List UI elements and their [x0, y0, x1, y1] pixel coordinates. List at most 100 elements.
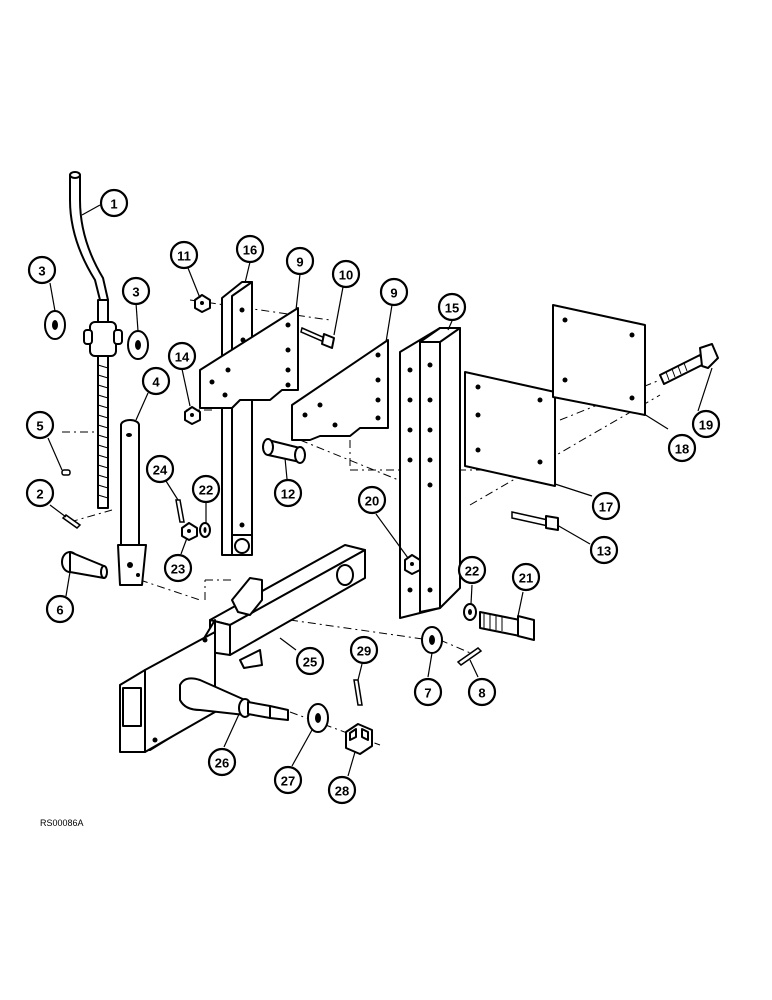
callout-circle	[591, 491, 621, 521]
washer-middle	[199, 522, 211, 538]
shift-lever-rod	[69, 171, 123, 509]
cotter-pin-left	[61, 514, 82, 529]
callout-8: 8	[467, 677, 497, 707]
callout-number: 26	[215, 756, 229, 771]
callout-circle	[99, 188, 129, 218]
callout-3: 3	[27, 255, 57, 285]
bolt-small	[300, 326, 335, 349]
castle-nut	[345, 723, 373, 755]
spindle-washer	[307, 703, 329, 733]
callout-number: 18	[675, 442, 689, 457]
callout-number: 6	[56, 603, 63, 618]
callout-number: 8	[478, 686, 485, 701]
callout-circle	[379, 277, 409, 307]
callout-19: 19	[691, 409, 721, 439]
callout-number: 23	[171, 562, 185, 577]
callout-number: 22	[199, 483, 213, 498]
callout-circle	[45, 594, 75, 624]
callout-number: 3	[38, 264, 45, 279]
callout-circle	[25, 478, 55, 508]
gusset-plate-right	[291, 339, 389, 441]
callout-circle	[589, 535, 619, 565]
callout-3: 3	[121, 276, 151, 306]
cotter-pin-lower	[353, 679, 363, 706]
callout-23: 23	[163, 553, 193, 583]
callout-9: 9	[285, 246, 315, 276]
callout-6: 6	[45, 594, 75, 624]
callout-number: 11	[177, 249, 191, 264]
leader-lines	[47, 204, 713, 777]
washer-right-small	[463, 603, 477, 621]
callout-22: 22	[191, 474, 221, 504]
callout-number: 1	[110, 197, 117, 212]
callout-number: 24	[153, 463, 168, 478]
callout-number: 9	[296, 255, 303, 270]
callout-circle	[357, 485, 387, 515]
callout-circle	[437, 292, 467, 322]
callout-circle	[667, 433, 697, 463]
callout-number: 7	[424, 686, 431, 701]
callout-number: 16	[243, 243, 257, 258]
mounting-plate-large	[552, 304, 646, 416]
callout-circle	[27, 255, 57, 285]
nut-lower	[181, 522, 198, 541]
callout-29: 29	[349, 635, 379, 665]
washer-large	[421, 626, 443, 654]
callout-4: 4	[141, 366, 171, 396]
cotter-pin-middle	[175, 499, 185, 523]
callout-20: 20	[357, 485, 387, 515]
callout-number: 25	[303, 655, 317, 670]
reference-code: RS00086A	[40, 818, 84, 828]
bolt-right	[479, 611, 535, 641]
callout-circle	[167, 341, 197, 371]
callout-number: 4	[152, 375, 160, 390]
callout-circle	[295, 646, 325, 676]
callout-circle	[25, 410, 55, 440]
callout-number: 12	[281, 487, 295, 502]
callout-circle	[285, 246, 315, 276]
callout-18: 18	[667, 433, 697, 463]
callout-14: 14	[167, 341, 197, 371]
callout-7: 7	[413, 677, 443, 707]
callout-number: 9	[390, 286, 397, 301]
callout-circle	[413, 677, 443, 707]
callout-28: 28	[327, 775, 357, 805]
callout-circle	[511, 562, 541, 592]
callout-25: 25	[295, 646, 325, 676]
callout-16: 16	[235, 234, 265, 264]
callout-22: 22	[457, 555, 487, 585]
washer-left	[44, 310, 66, 340]
callout-11: 11	[169, 240, 199, 270]
callout-circle	[121, 276, 151, 306]
callout-13: 13	[589, 535, 619, 565]
callout-circle	[169, 240, 199, 270]
callout-circle	[273, 765, 303, 795]
nut-bracket	[404, 554, 421, 575]
callout-circle	[191, 474, 221, 504]
callout-circle	[273, 478, 303, 508]
callout-10: 10	[331, 259, 361, 289]
callout-17: 17	[591, 491, 621, 521]
small-pin	[61, 469, 71, 476]
callout-number: 21	[519, 571, 533, 586]
nut-upper	[194, 294, 211, 313]
callout-number: 29	[357, 644, 371, 659]
clevis-pin	[61, 551, 108, 579]
callout-21: 21	[511, 562, 541, 592]
callout-9: 9	[379, 277, 409, 307]
callout-number: 15	[445, 301, 459, 316]
washer-right	[127, 330, 149, 360]
callout-15: 15	[437, 292, 467, 322]
callout-circle	[327, 775, 357, 805]
spacer-sleeve	[262, 438, 306, 464]
callout-circle	[141, 366, 171, 396]
mounting-plate-small	[464, 371, 556, 487]
callout-circle	[207, 747, 237, 777]
gusset-plate-left	[199, 307, 299, 409]
callout-number: 2	[36, 487, 43, 502]
callout-circle	[331, 259, 361, 289]
callout-circle	[235, 234, 265, 264]
callout-number: 19	[699, 418, 713, 433]
callout-5: 5	[25, 410, 55, 440]
callout-number: 14	[175, 350, 190, 365]
